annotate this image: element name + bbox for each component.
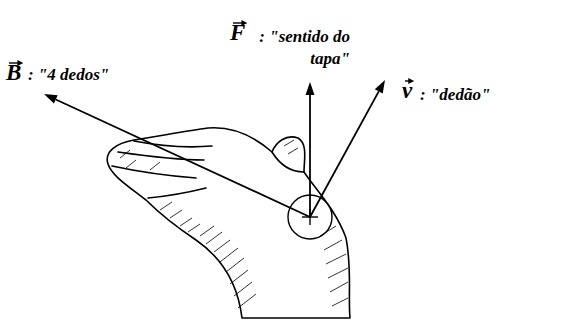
hatching xyxy=(120,140,348,308)
f-vector-arrow-shaft xyxy=(309,95,311,217)
hand-outline xyxy=(107,128,350,318)
finger-line xyxy=(118,152,204,160)
finger-line xyxy=(112,166,196,178)
thumb-line xyxy=(272,152,304,172)
vector-symbol: F xyxy=(230,20,245,46)
v-vector-arrow-shaft xyxy=(310,91,379,217)
vector-symbol: B xyxy=(6,60,21,86)
v-vector-arrow xyxy=(310,80,385,217)
b-vector-arrow-head xyxy=(44,94,58,104)
finger-line xyxy=(148,188,206,198)
b-vector-arrow-shaft xyxy=(56,99,310,217)
finger-note: : "4 dedos" xyxy=(28,64,109,86)
vector-arrows xyxy=(44,80,385,217)
finger-note: : "dedão" xyxy=(420,84,490,106)
f-vector-arrow xyxy=(306,82,315,217)
v-vector-arrow-head xyxy=(375,80,385,94)
f-vector-arrow-head xyxy=(306,82,315,95)
finger-note: : "sentido do tapa" xyxy=(250,26,350,70)
b-vector-arrow xyxy=(44,94,310,217)
vector-symbol: v xyxy=(402,78,412,104)
